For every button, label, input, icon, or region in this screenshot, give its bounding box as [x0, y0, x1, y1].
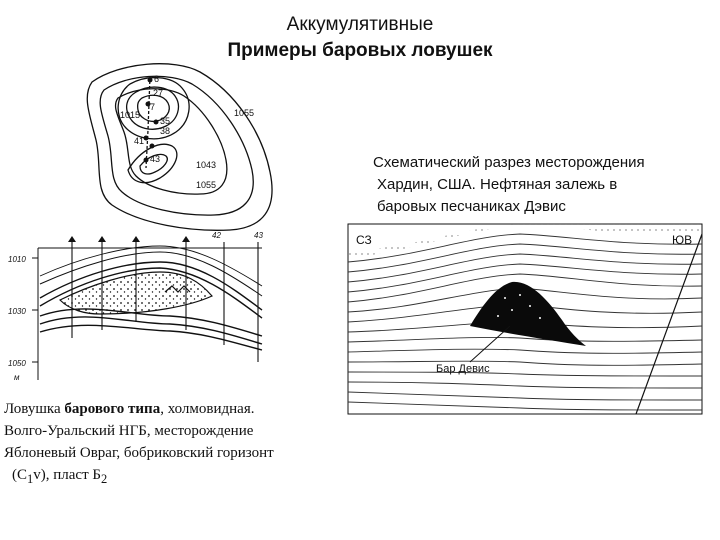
left-caption-line-1: Ловушка барового типа, холмовидная.	[4, 398, 274, 420]
map-contour-2	[99, 75, 254, 216]
title-line-1: Аккумулятивные	[286, 14, 434, 35]
map-well-label-3: 7	[150, 102, 155, 112]
depth-label-2: 1030	[8, 307, 26, 316]
map-well-label-6: 41	[134, 136, 144, 146]
depth-label-3: 1050	[8, 359, 26, 368]
map-lens	[127, 143, 178, 184]
caption-bold-text: барового типа	[64, 401, 161, 417]
caption-subscript: 2	[101, 472, 108, 486]
map-contour-4	[117, 77, 190, 140]
section-label-nw: СЗ	[356, 233, 372, 247]
right-caption-line-3: баровых песчаниках Дэвис	[377, 198, 566, 215]
caption-text: (С	[12, 467, 27, 483]
bar-sand-body	[58, 271, 213, 315]
caption-text: v), пласт Б	[33, 467, 101, 483]
map-well-label-2: 27	[153, 88, 163, 98]
map-contour-outer	[86, 63, 273, 231]
oil-reservoir	[470, 281, 586, 346]
left-caption-line-3: Яблоневый Овраг, бобриковский горизонт	[4, 445, 274, 461]
map-contour-3	[114, 88, 228, 195]
map-contour-label-2: 1055	[234, 108, 254, 118]
caption-text: , холмовидная.	[160, 401, 255, 417]
right-caption-line-2: Хардин, США. Нефтяная залежь в	[377, 176, 618, 193]
map-contour-label-4: 1055	[196, 180, 216, 190]
map-well-label-1: 6	[154, 74, 159, 84]
right-caption-line-1: Схематический разрез месторождения	[373, 154, 645, 171]
section-label-se: ЮВ	[672, 233, 692, 247]
map-contour-5	[125, 86, 180, 130]
section-well-label-2: 43	[254, 231, 263, 240]
map-contour-label-3: 1043	[196, 160, 216, 170]
map-contour-6	[136, 94, 170, 123]
title-line-2: Примеры баровых ловушек	[227, 40, 493, 61]
left-caption: Ловушка барового типа, холмовидная. Волг…	[4, 398, 274, 490]
bar-davis-label: Бар Девис	[436, 363, 490, 375]
map-well-label-7: 43	[150, 154, 160, 164]
map-well-label-5: 38	[160, 126, 170, 136]
map-contour-label-1: 1015	[120, 110, 140, 120]
caption-text: Ловушка	[4, 401, 65, 417]
right-caption: Схематический разрез месторождения Харди…	[373, 152, 645, 218]
left-caption-line-4: (С1v), пласт Б2	[4, 464, 274, 490]
caption-subscript: 1	[27, 472, 34, 486]
depth-label-1: 1010	[8, 255, 26, 264]
depth-unit-label: м	[14, 373, 20, 382]
left-caption-line-2: Волго-Уральский НГБ, месторождение	[4, 423, 254, 439]
map-well-label-4: 35	[160, 116, 170, 126]
section-well-label-1: 42	[212, 231, 221, 240]
